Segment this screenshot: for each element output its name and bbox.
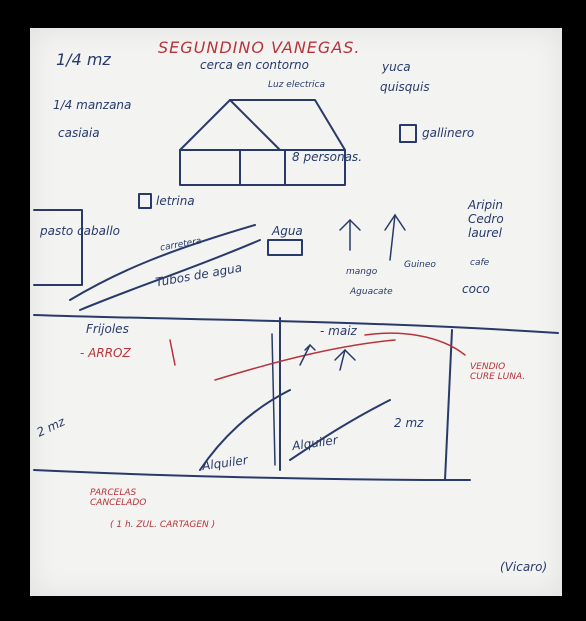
crop-arroz: - ARROZ (80, 346, 131, 360)
area-label: 1/4 mz (56, 50, 111, 69)
two-mz-right: 2 mz (394, 416, 424, 430)
tree-coco: coco (462, 282, 490, 296)
fence-note: cerca en contorno (200, 58, 309, 72)
crop-yuca: yuca (382, 60, 411, 74)
people-count: 8 personas. (292, 150, 363, 164)
bottom-note-2: ( 1 h. ZUL. CARTAGEN ) (110, 520, 216, 530)
vendio-note: VENDIO CURE LUNA. (470, 362, 526, 382)
bottom-note: PARCELAS CANCELADO (90, 488, 147, 508)
tree-aguacate: Aguacate (350, 287, 393, 297)
latrine-label: letrina (156, 194, 195, 208)
casa-note: casiaia (58, 126, 100, 140)
water-label: Agua (272, 224, 303, 238)
tree-guineo: Guineo (404, 260, 436, 270)
crop-quisquis: quisquis (380, 80, 430, 94)
tree-cedro: Cedro (468, 212, 504, 226)
paper-sheet (30, 28, 562, 596)
chicken-coop: gallinero (422, 126, 475, 140)
crop-frijoles: Frijoles (86, 322, 129, 336)
signature: (Vicaro) (500, 560, 548, 574)
pasture-label: pasto caballo (40, 224, 121, 238)
manzana-note: 1/4 manzana (53, 98, 132, 112)
tree-aripin: Aripin (468, 198, 504, 212)
tree-cafe: cafe (470, 258, 490, 268)
crop-maiz: - maiz (320, 324, 357, 338)
roof-label: Luz electrica (268, 80, 326, 90)
owner-name: SEGUNDINO VANEGAS. (158, 38, 361, 57)
tree-laurel: laurel (468, 226, 502, 240)
tree-mango: mango (346, 267, 378, 277)
